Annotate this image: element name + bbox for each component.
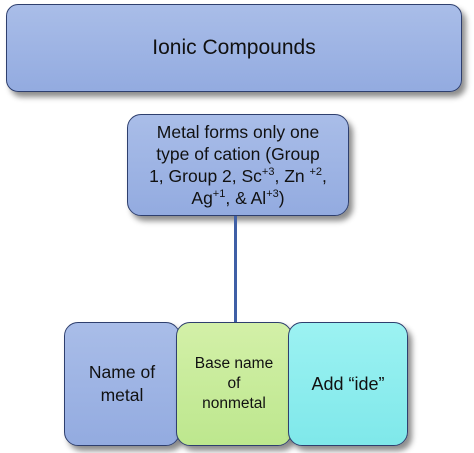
step-base-name-of-nonmetal: Base name of nonmetal <box>176 322 292 446</box>
condition-line-4: Ag+1, & Al+3) <box>149 187 327 209</box>
zn-charge: +2 <box>309 166 323 179</box>
step-3-text: Add “ide” <box>311 373 385 394</box>
condition-line-3-e: , <box>322 166 327 186</box>
step-2-line-3: nonmetal <box>202 394 266 412</box>
step-1-line-2: metal <box>100 385 144 405</box>
condition-line-2: type of cation (Group <box>156 143 320 164</box>
condition-line-4-e: ) <box>278 188 285 209</box>
step-2-line-1: Base name <box>194 355 274 373</box>
condition-box: Metal forms only one type of cation (Gro… <box>127 114 349 216</box>
condition-line-1: Metal forms only one <box>156 121 320 142</box>
condition-text: Metal forms only one type of cation (Gro… <box>149 121 327 210</box>
title-box: Ionic Compounds <box>6 4 462 92</box>
connector-line <box>234 216 237 324</box>
condition-line-3: 1, Group 2, Sc+3, Zn +2, <box>149 165 327 187</box>
step-name-of-metal: Name of metal <box>64 322 180 446</box>
condition-line-3-a: 1, Group 2, Sc <box>149 166 262 186</box>
condition-line-4-a: Ag <box>191 188 213 209</box>
sc-charge: +3 <box>261 166 275 179</box>
ag-charge: +1 <box>212 188 226 201</box>
step-add-ide: Add “ide” <box>288 322 408 446</box>
step-2-line-2: of <box>227 375 241 393</box>
al-charge: +3 <box>266 188 279 201</box>
condition-line-3-c: , Zn <box>274 166 310 186</box>
condition-line-4-c: , & Al <box>225 188 267 209</box>
step-1-line-1: Name of <box>88 362 156 383</box>
title-text: Ionic Compounds <box>152 36 316 59</box>
